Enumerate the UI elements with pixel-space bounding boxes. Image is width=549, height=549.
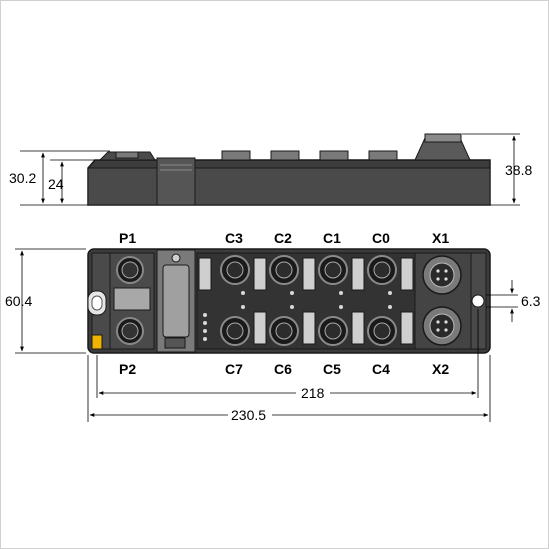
label-x2: X2 [432,361,449,377]
side-housing-front [87,167,491,206]
label-c2: C2 [274,230,292,246]
top-view [87,248,491,354]
dim-connector-height: 38.8 [505,162,532,178]
io-connectors-bottom [220,316,397,346]
port-labels: P1 C3 C2 C1 C0 X1 P2 C7 C6 C5 C4 X2 [119,230,449,377]
side-connectors [115,150,398,161]
power-label-plate [113,287,151,311]
status-marker [91,334,103,350]
side-middle-module [156,157,196,206]
dim-body-height: 24 [48,176,64,192]
label-windows [198,257,414,345]
label-c1: C1 [323,230,341,246]
status-leds [203,291,392,341]
label-c0: C0 [372,230,390,246]
label-c3: C3 [225,230,243,246]
io-connectors-top [220,255,397,285]
center-screw-icon [171,253,181,263]
mounting-hole-right [471,294,485,308]
side-view [87,133,491,206]
side-dimensions: 30.2 24 38.8 [9,133,532,206]
dim-hole-offset: 6.3 [521,293,541,309]
label-c7: C7 [225,361,243,377]
center-module-cover [162,264,190,338]
top-dimensions: 60.4 6.3 218 230.5 [5,248,541,423]
dim-total-length: 230.5 [231,407,266,423]
dim-total-height: 30.2 [9,170,36,186]
label-p1: P1 [119,230,136,246]
label-x1: X1 [432,230,449,246]
label-c4: C4 [372,361,390,377]
label-p2: P2 [119,361,136,377]
dim-hole-spacing: 218 [301,385,325,401]
label-c6: C6 [274,361,292,377]
dim-width-depth: 60.4 [5,293,32,309]
label-c5: C5 [323,361,341,377]
